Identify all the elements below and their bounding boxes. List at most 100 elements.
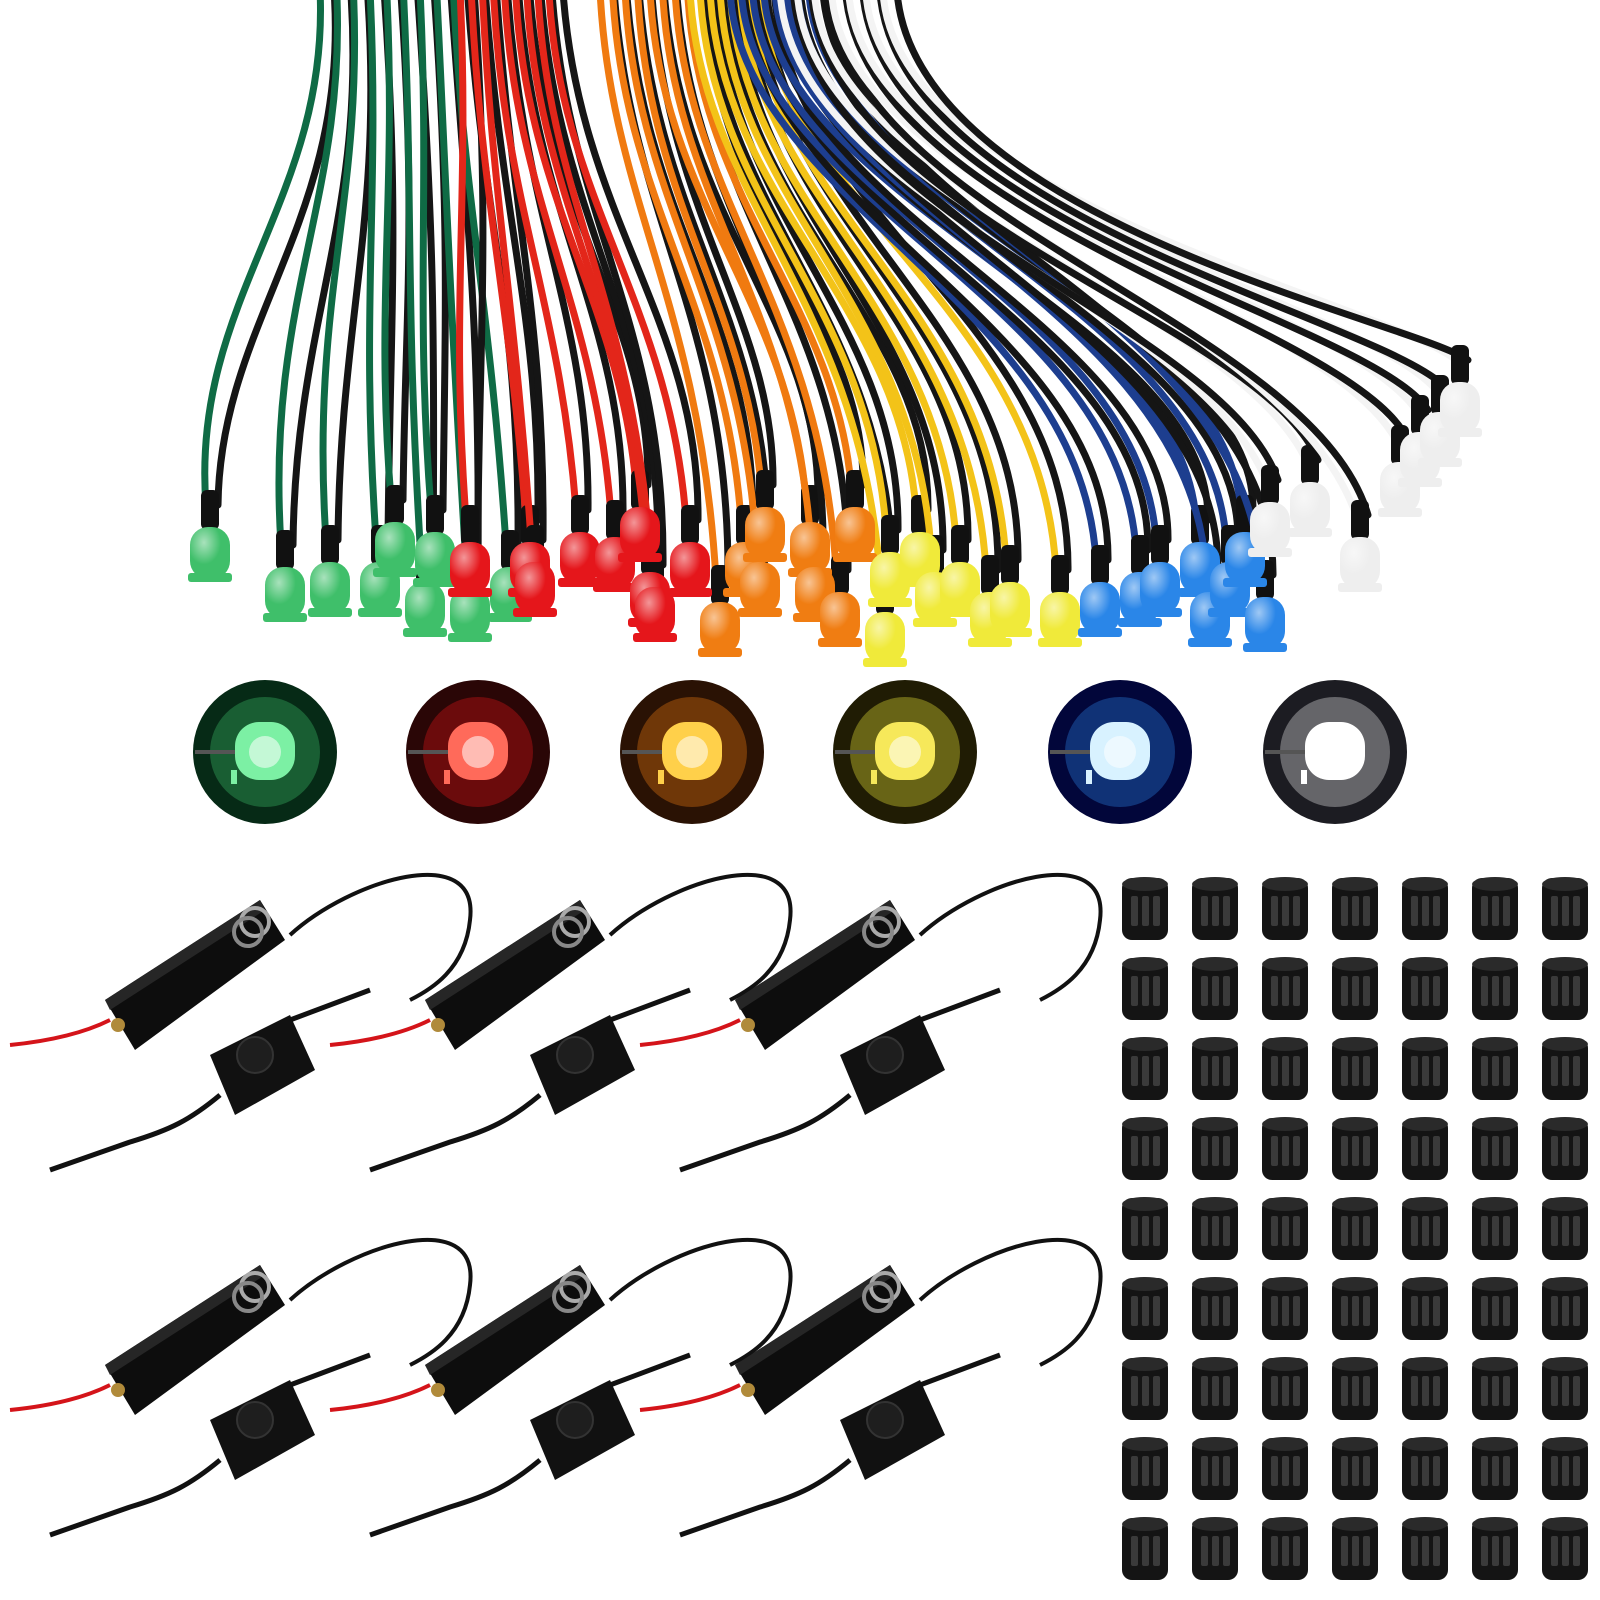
led-holder-icon [1402, 877, 1448, 940]
led-bulb-icon [938, 562, 982, 617]
led-holder-icon [1332, 957, 1378, 1020]
led-holder-icon [1332, 1357, 1378, 1420]
wire [672, 0, 840, 574]
wire-group-red [456, 0, 702, 590]
terminal [111, 1383, 125, 1397]
wire [791, 0, 1282, 484]
terminal [111, 1018, 125, 1032]
led-bulb-icon [188, 527, 232, 582]
glowing-led-icon [1048, 680, 1192, 824]
led-bulb-icon [818, 592, 862, 647]
wire [546, 0, 690, 524]
led-holder-icon [1122, 957, 1168, 1020]
lead-wire [608, 872, 793, 1002]
led-holder-icon [1262, 877, 1308, 940]
led-holder-icon [1542, 877, 1588, 940]
battery-holder-body [105, 900, 285, 1050]
heat-shrink [1261, 465, 1279, 505]
heat-shrink [1301, 445, 1319, 485]
heat-shrink [1001, 545, 1019, 585]
wire [534, 0, 655, 569]
heat-shrink [1151, 525, 1169, 565]
heat-shrink [461, 505, 479, 545]
led-bulb-icon [1038, 592, 1082, 647]
led-bulb-icon [633, 587, 677, 642]
led-holder-icon [1122, 1277, 1168, 1340]
battery-holder-body [425, 900, 605, 1050]
heat-shrink [276, 530, 294, 570]
lead-wire [608, 1237, 793, 1367]
lit-led-samples [193, 680, 1407, 824]
wire [201, 0, 324, 509]
battery-holder-with-switch-icon [329, 872, 793, 1173]
battery-holder-with-switch-icon [9, 1237, 473, 1538]
red-lead-wire [329, 1383, 431, 1412]
lead-wire [288, 872, 473, 1002]
led-holder-icon [1472, 1517, 1518, 1580]
glowing-led-icon [193, 680, 337, 824]
heat-shrink [426, 495, 444, 535]
led-holder-icon [1262, 1117, 1308, 1180]
heat-shrink [881, 515, 899, 555]
glowing-led-icon [833, 680, 977, 824]
wire [482, 0, 542, 524]
led-holder-icon [1332, 1117, 1378, 1180]
led-holder-icon [1402, 1437, 1448, 1500]
output-wire [49, 1093, 222, 1173]
wire [597, 0, 720, 584]
wire [479, 0, 535, 544]
battery-holder-with-switch-icon [329, 1237, 793, 1538]
battery-holder-sets [9, 872, 1103, 1538]
led-bulb-icon [413, 532, 457, 587]
led-holder-icon [1122, 1517, 1168, 1580]
led-group-blue [1078, 532, 1287, 652]
led-bulb-icon [743, 507, 787, 562]
wire [319, 0, 359, 544]
output-wire [679, 1458, 852, 1538]
led-bulb-icon [1243, 597, 1287, 652]
led-holder-icon [1402, 1037, 1448, 1100]
battery-holder-body [735, 900, 915, 1050]
led-bulb-icon [833, 507, 877, 562]
led-holder-icon [1332, 1197, 1378, 1260]
switch-wire [609, 1352, 691, 1388]
battery-holder-with-switch-icon [9, 872, 473, 1173]
wire [609, 0, 745, 524]
led-bulb-icon [1248, 502, 1292, 557]
led-holder-icon [1192, 1197, 1238, 1260]
heat-shrink [1051, 555, 1069, 595]
led-holder-icon [1472, 1277, 1518, 1340]
led-holder-icon [1402, 1357, 1448, 1420]
led-holder-icon [1542, 1037, 1588, 1100]
heat-shrink [1131, 535, 1149, 575]
output-wire [369, 1093, 542, 1173]
led-bulb-icon [448, 542, 492, 597]
wire [687, 0, 885, 594]
heat-shrink [831, 555, 849, 595]
led-holder-icon [1542, 1357, 1588, 1420]
led-holder-icon [1192, 1037, 1238, 1100]
wire-group-green [201, 0, 522, 590]
heat-shrink [756, 470, 774, 510]
led-holder-grid [1122, 877, 1588, 1580]
battery-holder-body [105, 1265, 285, 1415]
wire [843, 0, 1412, 444]
push-button [866, 1401, 904, 1439]
led-group-white [1248, 382, 1482, 592]
red-lead-wire [639, 1018, 741, 1047]
led-holder-icon [1472, 1437, 1518, 1500]
led-bulb-icon [1078, 582, 1122, 637]
wire [416, 0, 435, 514]
led-holder-icon [1542, 1117, 1588, 1180]
led-holder-icon [1262, 1357, 1308, 1420]
wire [523, 0, 650, 554]
led-holder-icon [1262, 1277, 1308, 1340]
wire [697, 0, 890, 534]
wire [450, 0, 510, 549]
lead-wire [288, 1237, 473, 1367]
wire [622, 0, 760, 544]
led-holder-icon [1262, 957, 1308, 1020]
wire [717, 0, 935, 554]
led-group-orange [698, 507, 877, 657]
led-bulb-icon [1138, 562, 1182, 617]
